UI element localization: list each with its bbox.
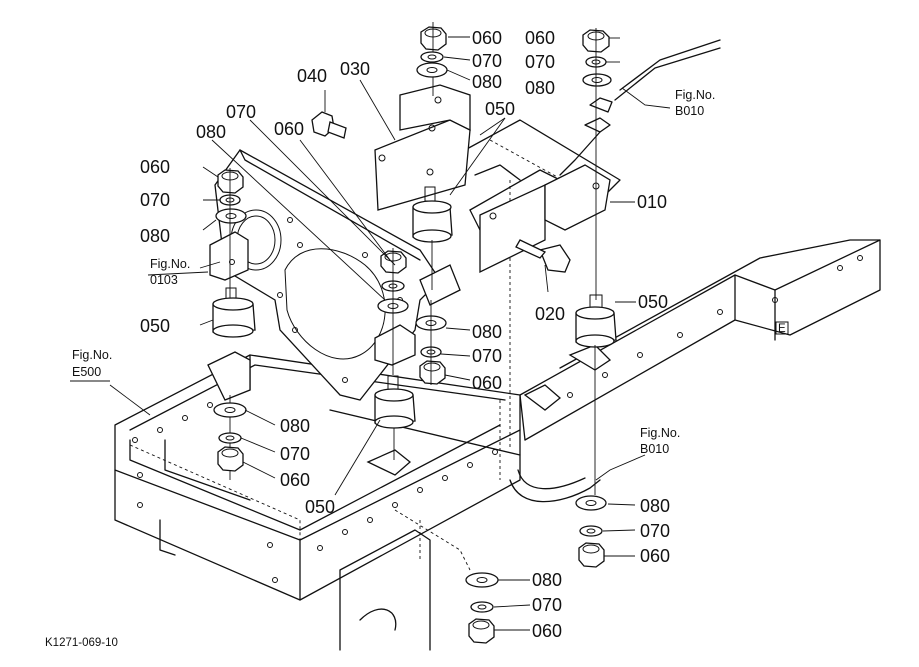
small-brackets xyxy=(207,231,612,476)
figure-references: Fig.No. B010 Fig.No. 0103 Fig.No. E500 F… xyxy=(70,88,715,456)
rod-assembly-top xyxy=(559,97,613,176)
part-030-bracket xyxy=(374,84,471,211)
label-050-right: 050 xyxy=(638,292,668,312)
label-060-mid: 060 xyxy=(274,119,304,139)
fastener-set-right xyxy=(575,294,617,568)
fastener-set-bottom xyxy=(465,572,499,644)
label-060-top-center: 060 xyxy=(472,28,502,48)
fastener-set-left-lower xyxy=(213,395,247,480)
label-070-top-center: 070 xyxy=(472,51,502,71)
label-070-right: 070 xyxy=(640,521,670,541)
label-070-mid-left: 070 xyxy=(226,102,256,122)
label-070-left-lower: 070 xyxy=(280,444,310,464)
label-080-left: 080 xyxy=(140,226,170,246)
bolt-040 xyxy=(311,111,347,139)
label-080-center: 080 xyxy=(472,322,502,342)
label-040: 040 xyxy=(297,66,327,86)
chassis-frame: E xyxy=(114,39,881,651)
label-060-center: 060 xyxy=(472,373,502,393)
label-050-lower: 050 xyxy=(305,497,335,517)
fastener-set-left xyxy=(212,168,256,338)
fig-ref-e500: E500 xyxy=(72,365,101,379)
label-070-left: 070 xyxy=(140,190,170,210)
label-010: 010 xyxy=(637,192,667,212)
label-070-bottom: 070 xyxy=(532,595,562,615)
label-080-bottom: 080 xyxy=(532,570,562,590)
label-070-center: 070 xyxy=(472,346,502,366)
label-070-top-right: 070 xyxy=(525,52,555,72)
label-060-left-lower: 060 xyxy=(280,470,310,490)
label-020: 020 xyxy=(535,304,565,324)
leader-lines xyxy=(109,36,671,631)
fastener-set-center xyxy=(374,186,453,460)
label-080-top-center: 080 xyxy=(472,72,502,92)
fig-ref-b010-bottom: B010 xyxy=(640,442,669,456)
fig-label-bottom-right: Fig.No. xyxy=(640,426,680,440)
bolt-020 xyxy=(515,239,571,273)
label-050-left: 050 xyxy=(140,316,170,336)
label-060-top-right: 060 xyxy=(525,28,555,48)
diagram-code: K1271-069-10 xyxy=(45,637,118,649)
part-010-bracket xyxy=(479,164,611,274)
label-050-upper: 050 xyxy=(485,99,515,119)
fig-ref-b010-top: B010 xyxy=(675,104,704,118)
label-060-right: 060 xyxy=(640,546,670,566)
label-080-right: 080 xyxy=(640,496,670,516)
fig-label-e500: Fig.No. xyxy=(72,348,112,362)
label-060-bottom: 060 xyxy=(532,621,562,641)
fig-label-left: Fig.No. xyxy=(150,257,190,271)
label-080-top-right: 080 xyxy=(525,78,555,98)
label-080-mid-left: 080 xyxy=(196,122,226,142)
frame-marker: E xyxy=(778,323,786,335)
part-labels: 060 070 080 060 070 080 040 030 050 070 … xyxy=(140,28,670,641)
fastener-set-top-center xyxy=(416,22,448,96)
fig-ref-0103: 0103 xyxy=(150,273,178,287)
label-080-left-lower: 080 xyxy=(280,416,310,436)
fig-label-top-right: Fig.No. xyxy=(675,88,715,102)
fastener-set-top-right xyxy=(582,28,612,300)
label-030: 030 xyxy=(340,59,370,79)
label-060-left: 060 xyxy=(140,157,170,177)
